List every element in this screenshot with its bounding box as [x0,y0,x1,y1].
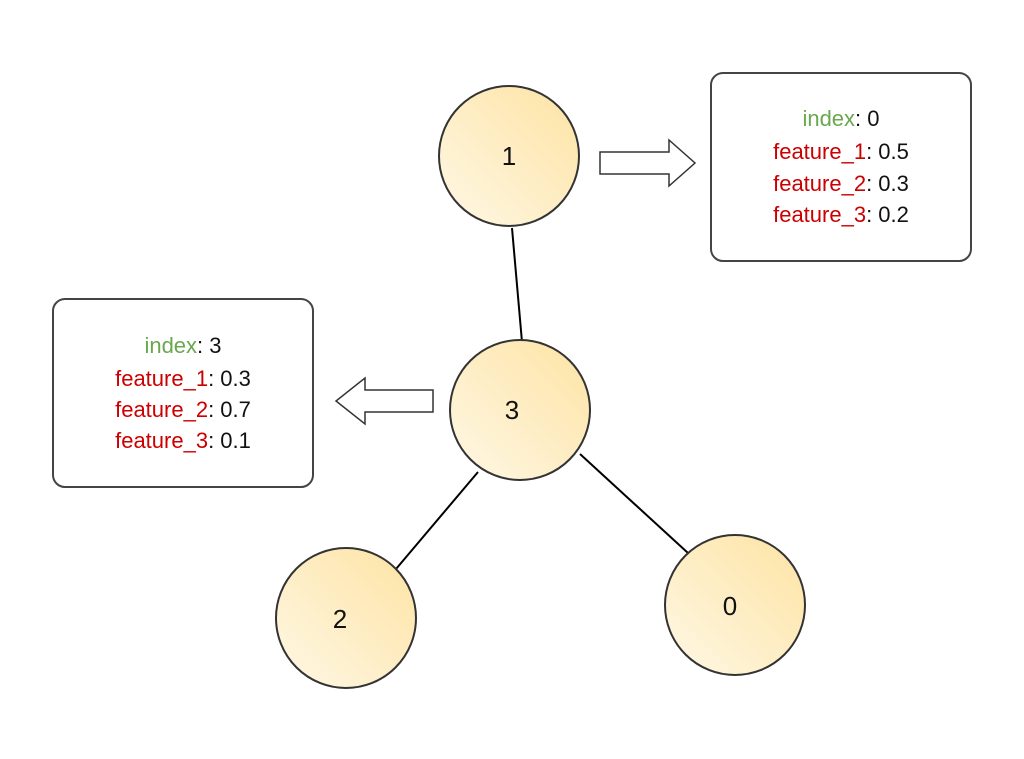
info-value: 0.3 [878,171,909,196]
info-key: feature_3 [773,202,866,227]
edge-3-0 [579,453,689,554]
info-sep: : [208,428,220,453]
info-value: 0.1 [220,428,251,453]
info-key: index [144,333,197,358]
node-1: 1 [438,85,580,227]
info-key: feature_2 [773,171,866,196]
info-sep: : [197,333,209,358]
node-3-circle [449,339,591,481]
info-row-feature-2: feature_2: 0.7 [115,397,251,422]
info-value: 0.3 [220,366,251,391]
info-row-feature-1: feature_1: 0.5 [773,139,909,164]
node-1-circle [438,85,580,227]
node-1-label: 1 [502,141,516,171]
info-key: index [802,106,855,131]
info-key: feature_1 [773,139,866,164]
info-row-feature-1: feature_1: 0.3 [115,366,251,391]
node-3: 3 [449,339,591,481]
info-sep: : [866,171,878,196]
info-row-feature-3: feature_3: 0.1 [115,428,251,453]
info-sep: : [208,397,220,422]
arrow-right-icon [599,138,697,188]
info-box-frame [52,298,314,488]
info-key: feature_2 [115,397,208,422]
info-row-feature-2: feature_2: 0.3 [773,171,909,196]
info-row-index: index: 0 [802,106,879,131]
node-2-circle [275,547,417,689]
arrow-left-icon [334,376,434,426]
info-value: 0.5 [878,139,909,164]
info-box-frame [710,72,972,262]
info-row-feature-3: feature_3: 0.2 [773,202,909,227]
info-value: 0.2 [878,202,909,227]
info-sep: : [866,139,878,164]
info-box-node-3: index: 3 feature_1: 0.3 feature_2: 0.7 f… [52,298,314,488]
edges [395,227,689,570]
info-box-node-1: index: 0 feature_1: 0.5 feature_2: 0.3 f… [710,72,972,262]
node-0: 0 [664,534,806,676]
info-sep: : [855,106,867,131]
info-row-index: index: 3 [144,333,221,358]
info-value: 0.7 [220,397,251,422]
node-2: 2 [275,547,417,689]
edge-1-3 [511,227,523,343]
edge-3-2 [395,471,479,570]
info-key: feature_1 [115,366,208,391]
node-3-label: 3 [505,395,519,425]
info-value: 0 [867,106,879,131]
node-2-label: 2 [333,604,347,634]
info-value: 3 [209,333,221,358]
info-sep: : [208,366,220,391]
node-0-label: 0 [723,591,737,621]
info-key: feature_3 [115,428,208,453]
info-sep: : [866,202,878,227]
node-0-circle [664,534,806,676]
